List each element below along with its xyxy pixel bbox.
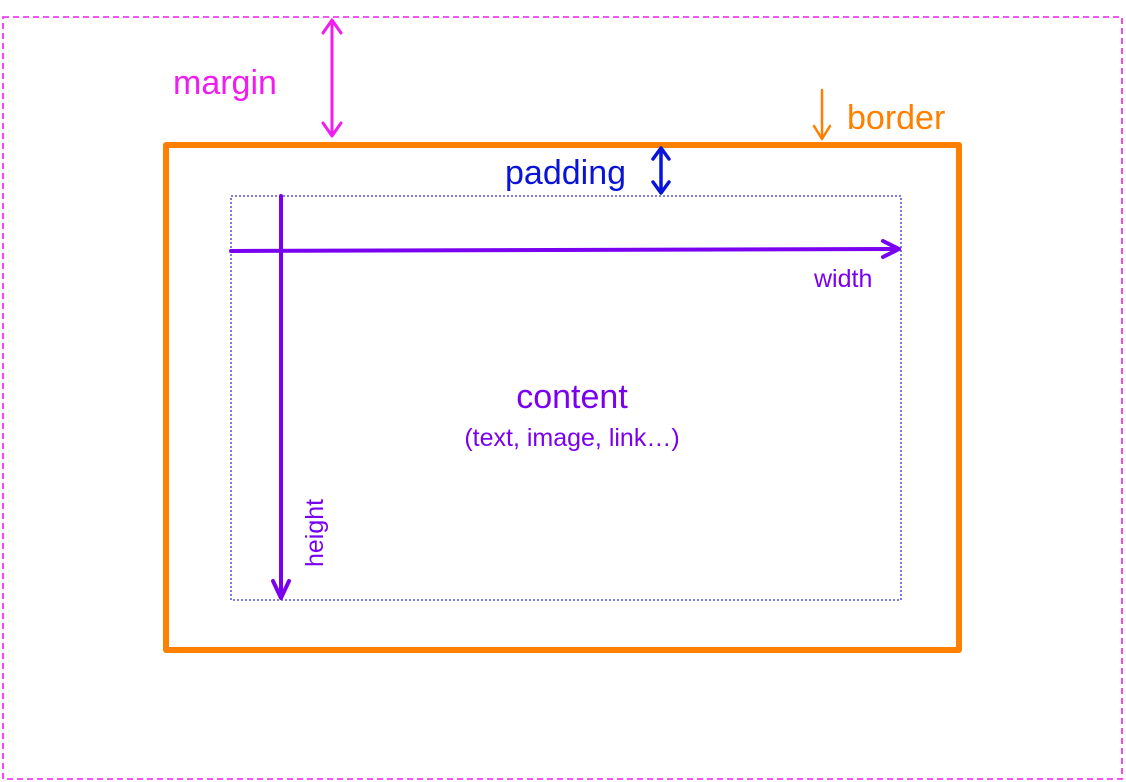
margin-label: margin (173, 64, 277, 102)
width-arrow (229, 239, 901, 259)
height-arrow (271, 194, 291, 600)
width-label: width (813, 265, 872, 293)
padding-arrow (651, 146, 671, 195)
height-label: height (301, 499, 329, 567)
border-arrow (812, 88, 832, 141)
content-box (230, 195, 902, 601)
border-label: border (847, 99, 945, 137)
margin-arrow (321, 18, 343, 138)
content-note: (text, image, link…) (464, 424, 679, 452)
content-label: content (516, 378, 628, 416)
border-box (163, 142, 962, 653)
padding-label: padding (505, 154, 626, 192)
margin-box (2, 16, 1123, 780)
